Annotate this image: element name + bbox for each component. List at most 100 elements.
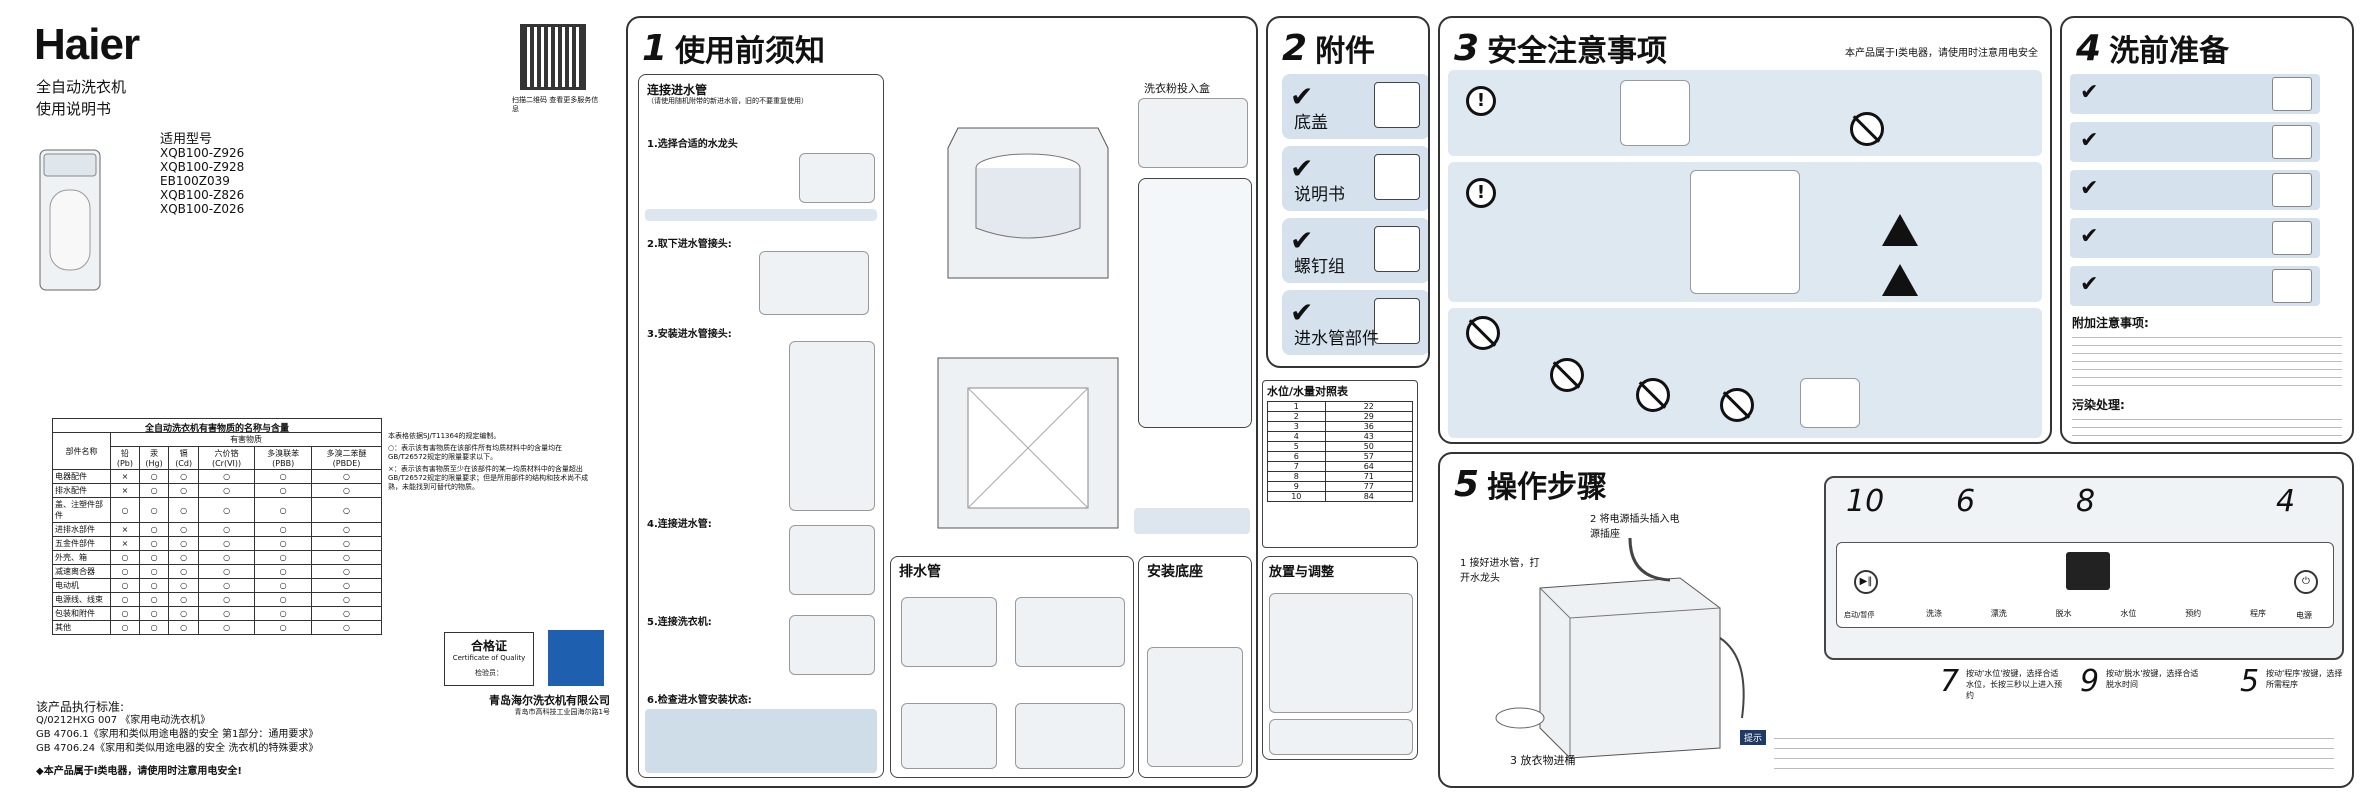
- hazard-cell: ○: [197, 536, 256, 551]
- install-title: 安装底座: [1147, 564, 1203, 580]
- section-number: 3: [1454, 27, 1480, 69]
- safety-row: [1448, 70, 2042, 156]
- prep-item: ✔: [2070, 266, 2320, 306]
- water-volume: 22: [1363, 402, 1374, 411]
- hazard-cell: ○: [311, 522, 382, 537]
- hose-connector-illustration: [759, 251, 869, 315]
- standards-title: 该产品执行标准:: [36, 700, 125, 714]
- hazard-cell: ○: [197, 550, 256, 565]
- hazard-row: 包装和附件○○○○○○: [51, 606, 382, 621]
- delay-button[interactable]: 预约: [2185, 609, 2202, 618]
- hazard-row: 盖、注塑件部件○○○○○○: [51, 497, 382, 523]
- hazard-cell: ○: [311, 469, 382, 484]
- section-number: 1: [642, 27, 668, 69]
- big-step: 6: [1956, 484, 1976, 519]
- water-level: 1: [1268, 402, 1326, 411]
- big-step: 4: [2276, 484, 2296, 519]
- section-operation: 5 操作步骤 1 接好进水管，打开水龙头 2 将电源插头插入电源插座 3 放衣物…: [1438, 452, 2354, 788]
- connect-hose-box: 连接进水管 （请使用随机附带的新进水管，旧的不要重复使用） 1.选择合适的水龙头…: [638, 74, 884, 778]
- hazard-cell: 排水配件: [51, 483, 112, 498]
- product-name: 全自动洗衣机: [36, 78, 127, 96]
- hazard-cell: ○: [110, 497, 140, 523]
- col-header: 部件名称: [51, 432, 112, 470]
- col-header: 镉(Cd): [168, 446, 199, 470]
- tip-bar: [1134, 508, 1250, 534]
- hazard-cell: 盖、注塑件部件: [51, 497, 112, 523]
- water-volume: 64: [1363, 462, 1374, 471]
- program-button[interactable]: 程序: [2249, 609, 2266, 618]
- wash-button[interactable]: 洗涤: [1926, 609, 1942, 618]
- prohibit-icon: [1850, 112, 1884, 146]
- hazard-cell: ○: [168, 550, 199, 565]
- hazard-notes: 本表格依据SJ/T11364的规定编制。 ○：表示该有害物质在该部件所有均质材料…: [388, 432, 598, 492]
- washer-diagram: [937, 127, 1119, 529]
- hazard-cell: ○: [168, 620, 199, 635]
- control-panel: ▶‖ 启动/暂停 洗涤 漂洗 脱水 水位 预约 程序 ⏻ 电源 10 6 8 4: [1824, 476, 2344, 660]
- water-volume: 50: [1363, 442, 1374, 451]
- prohibit-icon: [1550, 358, 1584, 392]
- hazard-cell: 减速离合器: [51, 564, 112, 579]
- hazard-cell: ○: [311, 483, 382, 498]
- company-address: 青岛市高科技工业园海尔路1号: [514, 708, 610, 716]
- manual-icon: [1374, 154, 1420, 200]
- water-volume: 77: [1363, 482, 1374, 491]
- water-level: 6: [1268, 452, 1326, 461]
- connect-title: 连接进水管: [647, 83, 708, 97]
- hose-icon: [1374, 298, 1420, 344]
- section-number: 4: [2076, 27, 2102, 69]
- prep-item: ✔: [2070, 74, 2320, 114]
- col-header: 汞(Hg): [138, 446, 170, 470]
- hazard-cell: ○: [168, 469, 199, 484]
- cert-title: 合格证: [470, 639, 507, 653]
- prep-item: ✔: [2070, 218, 2320, 258]
- water-level: 2: [1268, 412, 1326, 421]
- base-illustration: [1147, 647, 1243, 767]
- net-bag-icon: [2272, 221, 2312, 255]
- hazard-cell: ○: [254, 550, 313, 565]
- section-number: 5: [1454, 463, 1480, 505]
- op-step: 2 将电源插头插入电源插座: [1590, 514, 1680, 540]
- exclamation-icon: !: [1466, 178, 1496, 208]
- hazard-cell: 包装和附件: [51, 606, 112, 621]
- hazard-cell: 电器配件: [51, 469, 112, 484]
- hazard-cell: ○: [138, 620, 170, 635]
- qr-caption: 扫描二维码 查看更多服务信息: [512, 96, 599, 113]
- check-icon: ✔: [2080, 176, 2099, 201]
- qr-code: [520, 24, 586, 90]
- accessory-label: 进水管部件: [1294, 329, 1379, 349]
- water-level-button[interactable]: 水位: [2120, 609, 2137, 618]
- spin-button[interactable]: 脱水: [2055, 609, 2072, 618]
- standard-item: GB 4706.24《家用和类似用途电器的安全 洗衣机的特殊要求》: [36, 743, 319, 754]
- big-step: 5: [2240, 664, 2260, 699]
- hazard-cell: ×: [110, 522, 140, 537]
- section-title-text: 操作步骤: [1487, 470, 1608, 505]
- hazard-cell: ○: [311, 497, 382, 523]
- recycle-badge: [548, 630, 604, 686]
- drain-hose-box: 排水管: [890, 556, 1134, 778]
- hazard-cell: ○: [168, 497, 199, 523]
- start-pause-button[interactable]: ▶‖: [1854, 570, 1878, 594]
- rinse-button[interactable]: 漂洗: [1990, 609, 2007, 618]
- hazard-cell: ○: [197, 578, 256, 593]
- screw-icon: [1374, 226, 1420, 272]
- hazard-cell: ○: [254, 522, 313, 537]
- power-button[interactable]: ⏻: [2294, 570, 2318, 594]
- drain-title: 排水管: [899, 564, 941, 580]
- hazard-cell: ○: [168, 606, 199, 621]
- hazard-cell: ○: [254, 620, 313, 635]
- hazard-cell: 其他: [51, 620, 112, 635]
- hazard-cell: ○: [110, 550, 140, 565]
- water-volume: 29: [1363, 412, 1374, 421]
- hazard-cell: ○: [311, 592, 382, 607]
- panel-button-row: 洗涤 漂洗 脱水 水位 预约 程序: [1926, 608, 2266, 619]
- plug-illustration: [1620, 80, 1690, 146]
- hazard-cell: ×: [110, 536, 140, 551]
- pollution-title: 污染处理:: [2072, 398, 2125, 412]
- level-illustration: [1269, 593, 1413, 713]
- hazard-cell: 五金件部件: [51, 536, 112, 551]
- col-header: 多溴二苯醚(PBDE): [311, 446, 382, 470]
- hazard-cell: ○: [138, 497, 170, 523]
- hazard-cell: 进排水部件: [51, 522, 112, 537]
